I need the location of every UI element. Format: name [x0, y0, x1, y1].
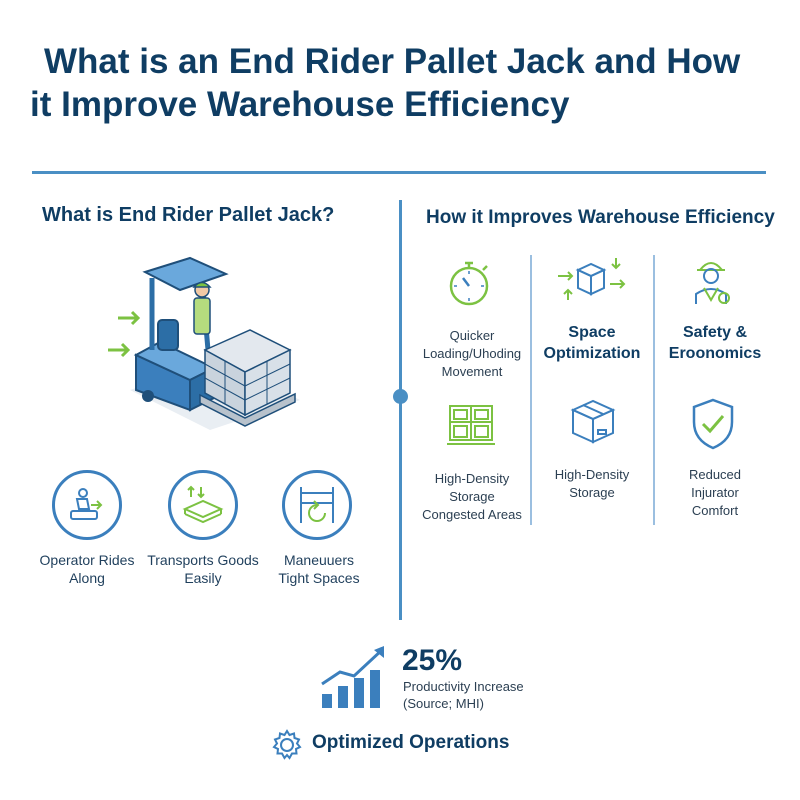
operator-riding-icon	[70, 488, 103, 520]
high-density-storage-label: High-Density Storage	[554, 467, 630, 500]
productivity-stat-value: 25%	[402, 644, 463, 677]
maneuver-arrow-icon	[300, 487, 334, 523]
page-title: What is an End Rider Pallet Jack and How…	[30, 40, 780, 126]
right-section-heading: How it Improves Warehouse Efficiency	[426, 207, 775, 228]
gear-icon	[272, 729, 302, 760]
space-optimization-label: Space Optimization	[543, 324, 641, 362]
worker-hardhat-icon	[695, 262, 730, 304]
divider-dot	[393, 389, 408, 404]
maneuvers-circle	[282, 470, 352, 540]
section-divider	[399, 200, 402, 620]
reduced-injury-label: Reduced Injurator Comfort	[688, 467, 742, 518]
safety-ergonomics-label: Safety & Eroonomics	[668, 324, 762, 362]
operator-rides-circle	[52, 470, 122, 540]
page-title-line-1: What is an End Rider Pallet Jack and How	[44, 42, 741, 81]
optimized-operations-label: Optimized Operations	[312, 732, 510, 753]
quicker-loading-label: Quicker Loading/Uhoding Movement	[422, 328, 522, 379]
pallet-goods-icon	[182, 485, 224, 524]
feature-label-maneuvers: Maneuuers Tight Spaces	[278, 552, 360, 586]
high-density-congested-label: High-Density Storage Congested Areas	[422, 471, 522, 522]
transports-goods-circle	[168, 470, 238, 540]
feature-label-transports: Transports Goods Easily	[147, 552, 259, 586]
title-divider	[32, 171, 766, 174]
motion-arrow-icon	[108, 310, 141, 358]
feature-label-operator: Operator Rides Along	[39, 552, 135, 586]
box-icon	[570, 399, 616, 444]
page-title-line-2: it Improve Warehouse Efficiency	[30, 85, 570, 124]
shield-check-icon	[692, 398, 734, 450]
productivity-stat-caption: Productivity Increase (Source; MHI)	[403, 679, 524, 711]
left-section-heading: What is End Rider Pallet Jack?	[42, 204, 335, 226]
box-arrows-icon	[558, 258, 626, 300]
column-divider	[530, 255, 532, 525]
stopwatch-icon	[449, 261, 489, 306]
end-rider-pallet-jack-illustration	[108, 256, 300, 430]
growth-chart-icon	[321, 646, 384, 708]
column-divider	[653, 255, 655, 525]
storage-rack-icon	[447, 405, 495, 445]
